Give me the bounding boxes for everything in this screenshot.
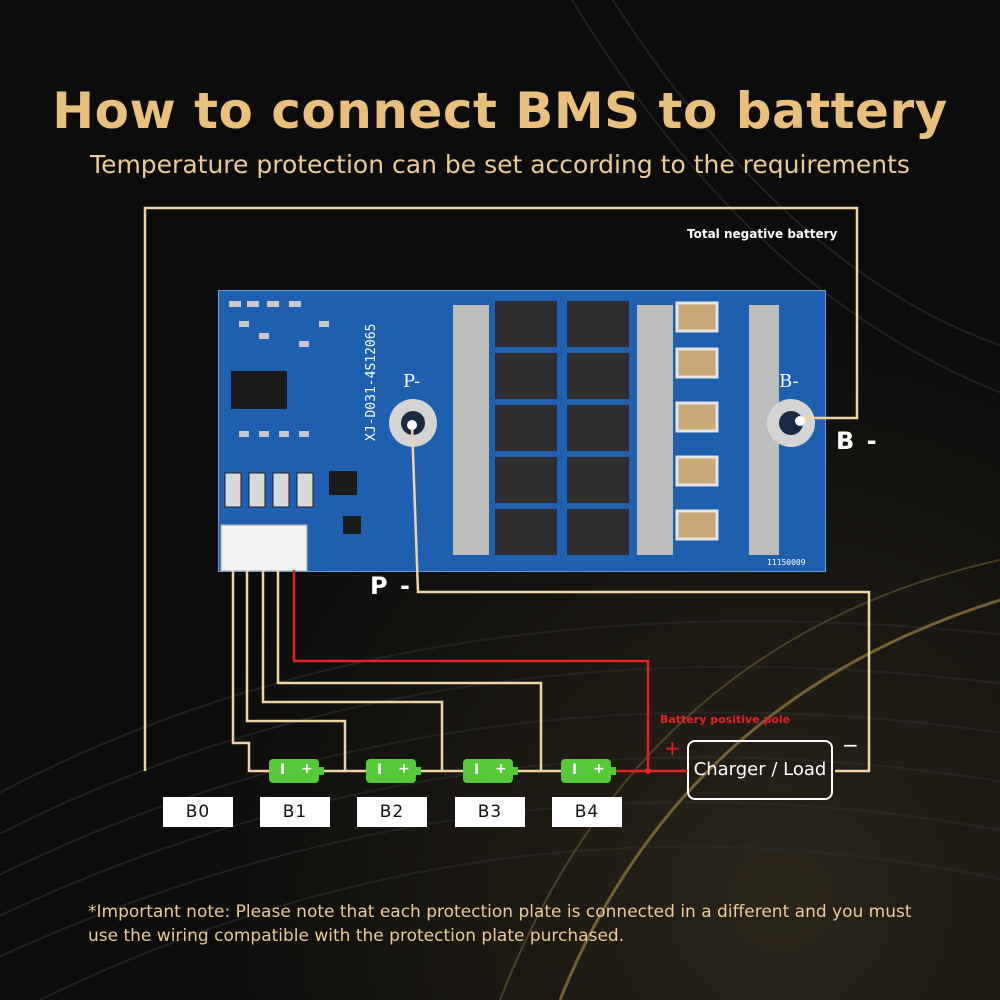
cell-label-b3: B3 <box>455 797 525 827</box>
ic-chip-small <box>329 471 357 495</box>
negative-sign: − <box>842 733 859 757</box>
page-subtitle: Temperature protection can be set accord… <box>90 150 910 179</box>
tact-switch <box>343 516 361 534</box>
board-serial: 11150009 <box>767 558 806 567</box>
cell-label-b1: B1 <box>260 797 330 827</box>
board-b-minus-silk: B- <box>779 371 799 392</box>
battery-positive-label: Battery positive pole <box>660 713 791 726</box>
important-note: *Important note: Please note that each p… <box>88 902 912 946</box>
cell-minus-mark: I <box>572 762 578 778</box>
board-p-minus-silk: P- <box>403 371 420 392</box>
bms-board-graphic: P- XJ-D031-4S12065 B- 11150009 <box>220 301 815 572</box>
battery-cell: I + <box>561 759 616 783</box>
total-negative-wire <box>143 206 859 771</box>
cell-plus-mark: + <box>593 761 605 777</box>
charger-load-box: Charger / Load <box>687 740 833 800</box>
balance-wire-b3 <box>276 570 561 773</box>
page-title: How to connect BMS to battery <box>52 82 948 140</box>
p-minus-label: P - <box>370 572 412 600</box>
ic-chip <box>231 371 287 409</box>
cell-label-b4: B4 <box>552 797 622 827</box>
balance-wire-b2 <box>261 570 463 773</box>
total-negative-label: Total negative battery <box>687 227 838 241</box>
cell-terminal <box>513 767 518 775</box>
balance-wire-b1 <box>245 570 366 773</box>
cell-minus-mark: I <box>377 762 383 778</box>
balance-connector <box>220 524 308 572</box>
positive-sign: + <box>664 736 681 760</box>
cell-minus-mark: I <box>474 762 480 778</box>
cell-terminal <box>611 767 616 775</box>
bms-board: P- XJ-D031-4S12065 B- 11150009 <box>218 290 826 572</box>
battery-cell: I + <box>463 759 518 783</box>
cell-plus-mark: + <box>398 761 410 777</box>
balance-wire-b0 <box>231 570 269 773</box>
positive-balance-wire <box>292 570 650 771</box>
cell-terminal <box>319 767 324 775</box>
cell-minus-mark: I <box>280 762 286 778</box>
p-minus-wire <box>410 424 871 773</box>
cell-plus-mark: + <box>495 761 507 777</box>
battery-cell: I + <box>366 759 421 783</box>
cell-terminal <box>416 767 421 775</box>
board-model-text: XJ-D031-4S12065 <box>364 324 379 441</box>
cell-label-b2: B2 <box>357 797 427 827</box>
battery-cell: I + <box>269 759 324 783</box>
cell-plus-mark: + <box>301 761 313 777</box>
b-minus-label: B - <box>836 427 879 455</box>
cell-label-b0: B0 <box>163 797 233 827</box>
